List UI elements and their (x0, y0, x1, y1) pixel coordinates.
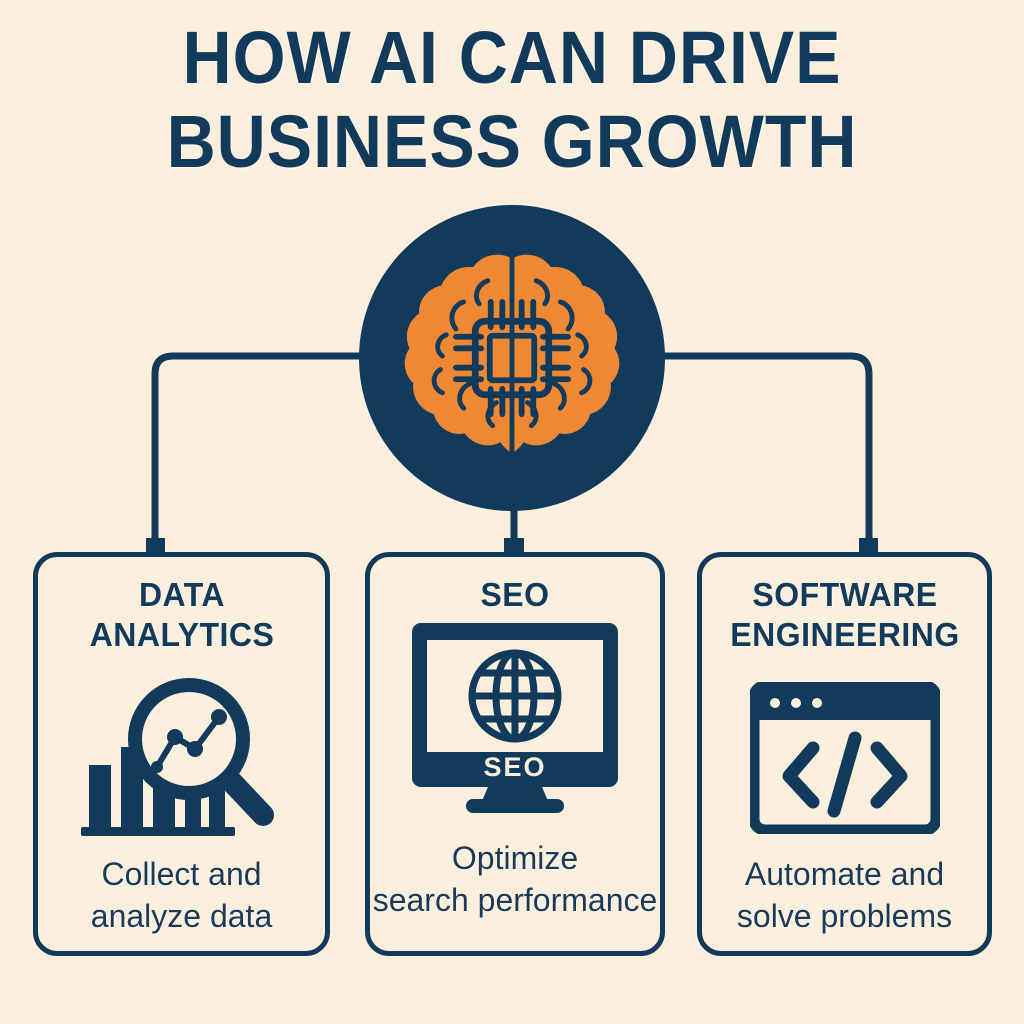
card-title-line-2: ANALYTICS (89, 616, 274, 653)
card-title-seo: SEO (350, 575, 680, 615)
card-caption-data-analytics: Collect and analyze data (22, 853, 342, 937)
connector-left (151, 352, 360, 552)
icon-slot-software-engineering (749, 663, 940, 853)
connector-center-nub (504, 538, 524, 553)
connector-right (664, 352, 873, 552)
connector-right-nub (859, 538, 878, 553)
monitor-seo-label: SEO (483, 752, 546, 782)
card-seo[interactable]: SEO SEO (365, 552, 665, 956)
card-title-data-analytics: DATA ANALYTICS (17, 575, 347, 655)
card-title-line-1: SEO (480, 576, 550, 613)
caption-line-2: search performance (372, 882, 658, 918)
icon-slot-data-analytics (71, 663, 293, 853)
monitor-globe-icon: SEO (412, 623, 618, 813)
card-caption-seo: Optimize search performance (355, 837, 675, 921)
icon-slot-seo: SEO (408, 623, 622, 813)
card-title-software-engineering: SOFTWARE ENGINEERING (680, 575, 1010, 655)
title-line-2: BUSINESS GROWTH (166, 100, 858, 183)
code-window-icon (749, 682, 940, 834)
caption-line-2: analyze data (90, 898, 273, 934)
caption-line-2: solve problems (736, 898, 953, 934)
card-title-line-1: SOFTWARE (751, 576, 938, 613)
caption-line-1: Automate and (744, 856, 945, 892)
caption-line-1: Optimize (451, 840, 579, 876)
caption-line-1: Collect and (101, 856, 262, 892)
card-data-analytics[interactable]: DATA ANALYTICS (33, 552, 330, 956)
connector-left-nub (146, 538, 165, 553)
card-software-engineering[interactable]: SOFTWARE ENGINEERING (697, 552, 992, 956)
ai-brain-chip-icon (404, 254, 620, 454)
magnifier-bar-chart-icon (80, 678, 274, 836)
window-dots (769, 698, 822, 708)
page-title: HOW AI CAN DRIVE BUSINESS GROWTH (0, 16, 1024, 184)
ai-hub (359, 205, 665, 511)
card-title-line-2: ENGINEERING (729, 616, 960, 653)
card-title-line-1: DATA (138, 576, 225, 613)
title-line-1: HOW AI CAN DRIVE (182, 16, 842, 99)
card-caption-software-engineering: Automate and solve problems (685, 853, 1005, 937)
